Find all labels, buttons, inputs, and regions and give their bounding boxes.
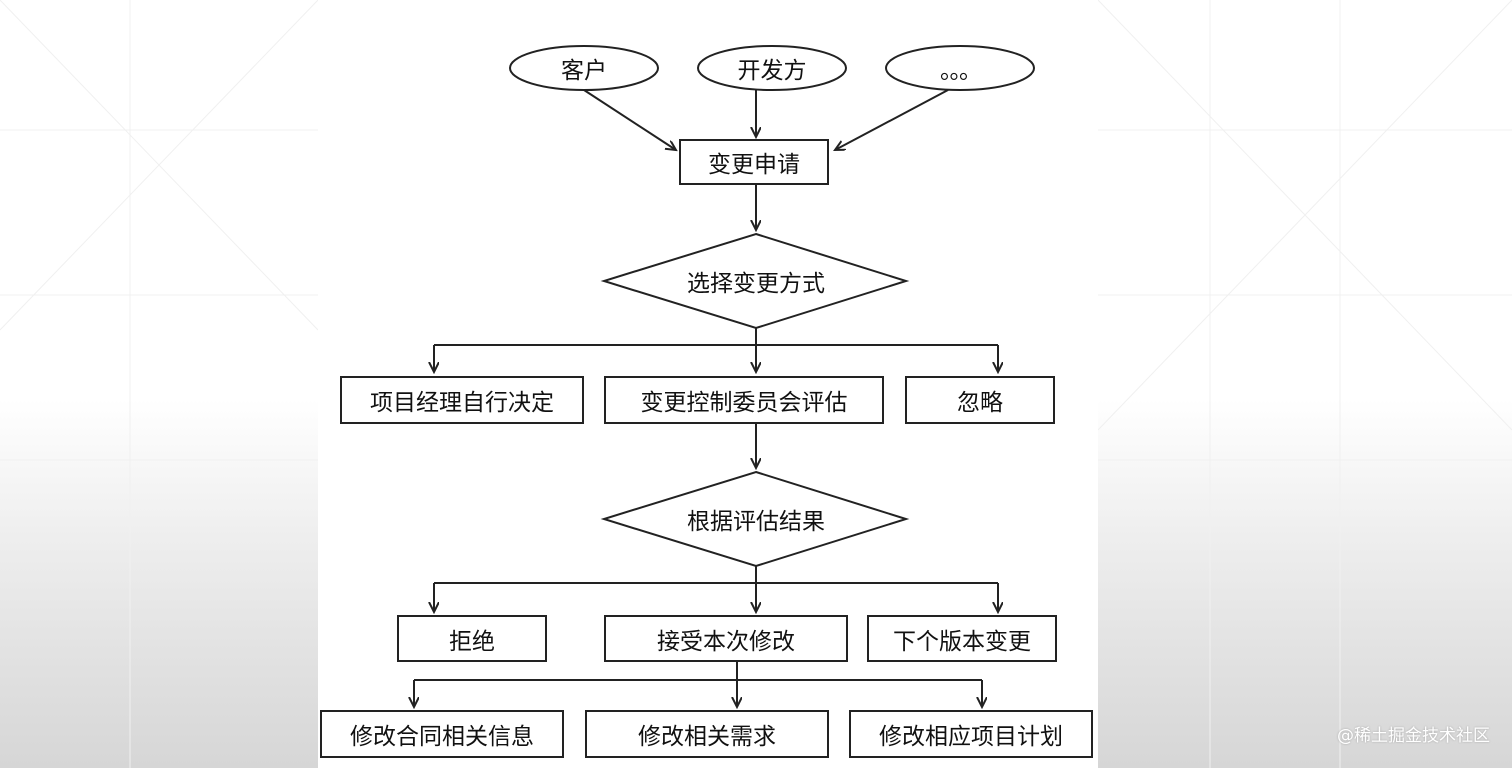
source-developer: 开发方 [737,58,807,84]
source-other: 。。。 [940,58,982,84]
decision-result-label: 根据评估结果 [687,509,825,535]
watermark: @稀土掘金技术社区 [1337,726,1490,746]
action-modify-contract: 修改合同相关信息 [320,710,564,758]
action-modify-requirements: 修改相关需求 [585,710,829,758]
decision-mode-label: 选择变更方式 [687,271,825,297]
change-request-box: 变更申请 [679,139,829,185]
source-customer: 客户 [561,58,607,84]
result-accept: 接受本次修改 [604,615,848,662]
mode-ignore: 忽略 [905,376,1055,424]
mode-ccb-review: 变更控制委员会评估 [604,376,884,424]
result-next-version: 下个版本变更 [867,615,1057,662]
mode-pm-decides: 项目经理自行决定 [340,376,584,424]
source-ellipse-developer [697,45,847,91]
result-reject: 拒绝 [397,615,547,662]
source-ellipse-other [885,45,1035,91]
action-modify-plan: 修改相应项目计划 [849,710,1093,758]
